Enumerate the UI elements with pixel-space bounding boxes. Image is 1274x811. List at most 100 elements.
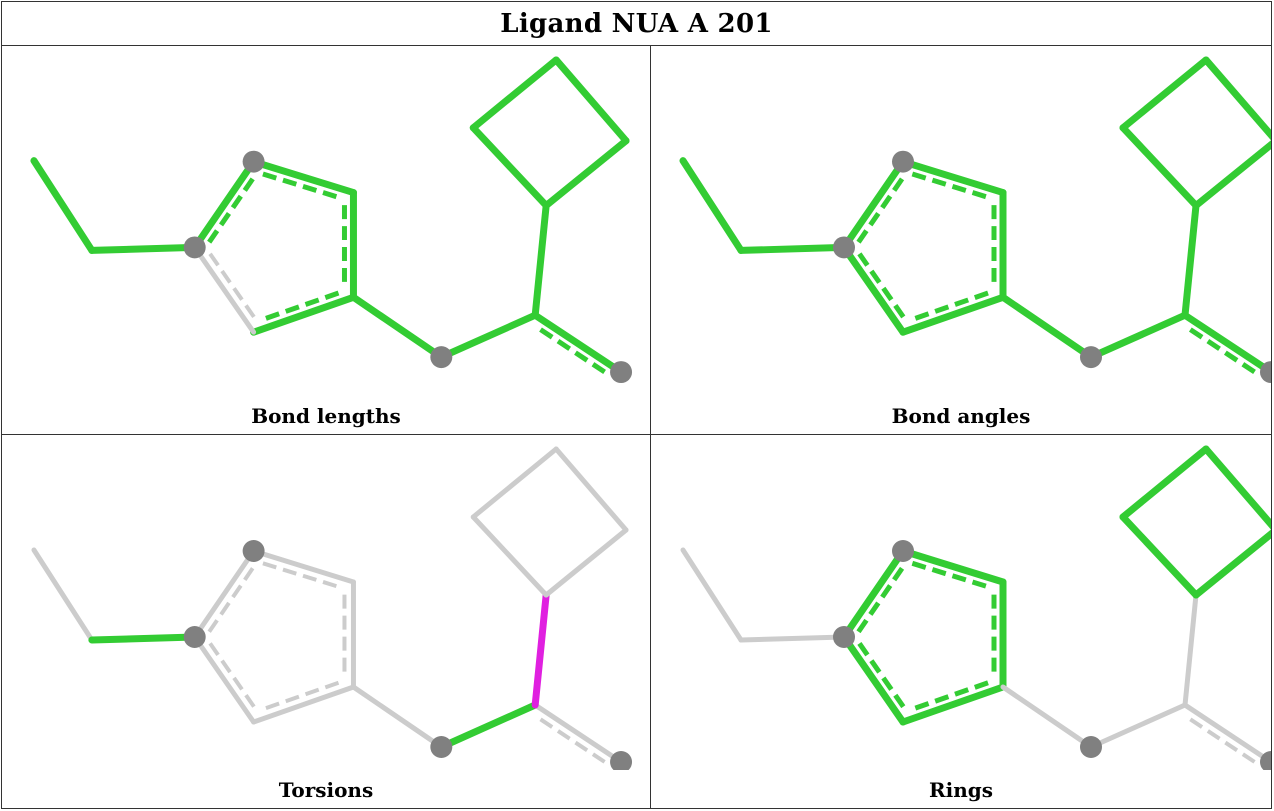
bond-c9-c10 — [553, 446, 629, 533]
bond-c4-o1 — [999, 293, 1095, 361]
bond-line — [1087, 311, 1189, 361]
molecule-bond-lengths — [30, 56, 633, 384]
bond-line — [192, 244, 257, 335]
bond-n1-n2 — [840, 158, 907, 251]
bond-line — [840, 633, 907, 726]
bond-line — [552, 56, 630, 145]
bond-c4-c5 — [251, 680, 356, 725]
bond-dash — [261, 290, 340, 322]
bond-line — [1000, 684, 1094, 750]
bond-c7-c8 — [1119, 124, 1200, 210]
bond-line — [840, 243, 907, 336]
bond-line — [1088, 702, 1188, 750]
bond-line — [1181, 311, 1271, 376]
atom-o1 — [1080, 736, 1102, 758]
bond-o1-c6 — [1088, 702, 1188, 750]
bond-c2-n1 — [738, 634, 847, 643]
bond-line — [251, 548, 356, 585]
bond-dash — [911, 290, 989, 322]
bond-line — [469, 124, 550, 210]
bond-c6-o2 — [531, 311, 625, 376]
caption-bond-lengths: Bond lengths — [251, 404, 401, 428]
bond-c4-o1 — [1000, 684, 1094, 750]
bond-c10-c7 — [1192, 529, 1271, 599]
atom-n2 — [892, 150, 914, 173]
bond-dash — [856, 564, 906, 634]
bond-c7-c8 — [470, 514, 549, 598]
bond-line — [737, 243, 848, 254]
atom-o2 — [1260, 751, 1271, 770]
bond-n1-n2 — [191, 158, 258, 251]
bond-n1-n2 — [192, 548, 257, 640]
bond-o1-c6 — [1087, 311, 1189, 361]
bond-line — [1119, 124, 1200, 210]
bond-line — [31, 547, 95, 643]
caption-torsions: Torsions — [278, 778, 374, 802]
bond-line — [999, 293, 1095, 361]
bond-line — [531, 591, 550, 709]
atom-n2 — [892, 540, 914, 562]
bond-n2-c3 — [250, 158, 357, 200]
atom-o1 — [430, 736, 453, 758]
atom-o2 — [610, 361, 633, 384]
bond-line — [1182, 592, 1199, 708]
atom-n2 — [242, 150, 265, 173]
bond-line — [437, 311, 539, 361]
atom-n1 — [183, 626, 206, 648]
bond-c5-n1 — [192, 634, 257, 725]
bond-line — [899, 683, 1007, 726]
bond-c1-c2 — [30, 157, 96, 254]
bond-c10-c7 — [1192, 140, 1271, 210]
bond-line — [437, 701, 539, 751]
ligand-title: Ligand NUA A 201 — [500, 8, 773, 39]
panel-bond-lengths: Bond lengths — [2, 46, 651, 435]
bond-line — [1119, 513, 1200, 599]
bond-dash — [207, 565, 256, 633]
bond-o1-c6 — [437, 701, 539, 751]
bond-c2-n1 — [737, 243, 848, 254]
bond-line — [251, 684, 356, 725]
bond-c7-c8 — [1119, 513, 1200, 599]
bond-line — [738, 634, 847, 643]
bond-c4-c5 — [250, 290, 357, 336]
bond-line — [349, 293, 445, 361]
panel-bond-angles: Bond angles — [651, 46, 1271, 435]
bond-c9-c10 — [552, 56, 630, 145]
bond-c1-c2 — [31, 547, 95, 643]
bond-line — [1181, 202, 1200, 319]
bond-dash — [207, 251, 256, 319]
bond-line — [1119, 56, 1210, 132]
bond-c2-n1 — [88, 633, 199, 644]
bond-c2-n1 — [88, 243, 199, 254]
bond-line — [531, 202, 550, 319]
bond-line — [250, 293, 357, 336]
bond-n2-c3 — [899, 547, 1007, 590]
bond-line — [899, 158, 1007, 197]
bond-c8-c9 — [470, 446, 559, 520]
bond-c3-c4 — [991, 578, 1007, 691]
bond-line — [30, 157, 96, 254]
bond-c10-c7 — [542, 137, 630, 210]
bond-line — [542, 137, 630, 210]
bond-line — [1119, 445, 1210, 521]
atom-n1 — [833, 236, 855, 259]
bond-c5-n1 — [840, 633, 907, 726]
bond-c3-c4 — [991, 189, 1007, 301]
bond-dash — [539, 327, 608, 375]
bond-dash — [262, 171, 340, 200]
bond-dash — [207, 640, 256, 708]
caption-bond-angles: Bond angles — [891, 404, 1031, 428]
bond-c9-c10 — [1202, 445, 1271, 530]
bond-c8-c9 — [1119, 445, 1210, 521]
bond-dash — [911, 171, 990, 200]
bond-c6-c7 — [531, 591, 550, 709]
bond-c3-c4 — [342, 579, 356, 690]
atom-n1 — [833, 626, 855, 648]
atom-n2 — [242, 540, 265, 562]
bond-line — [470, 446, 559, 520]
bond-dash — [262, 561, 340, 589]
bond-c6-c7 — [1181, 202, 1200, 319]
molecule-rings — [680, 445, 1271, 770]
bond-dash — [207, 175, 257, 244]
